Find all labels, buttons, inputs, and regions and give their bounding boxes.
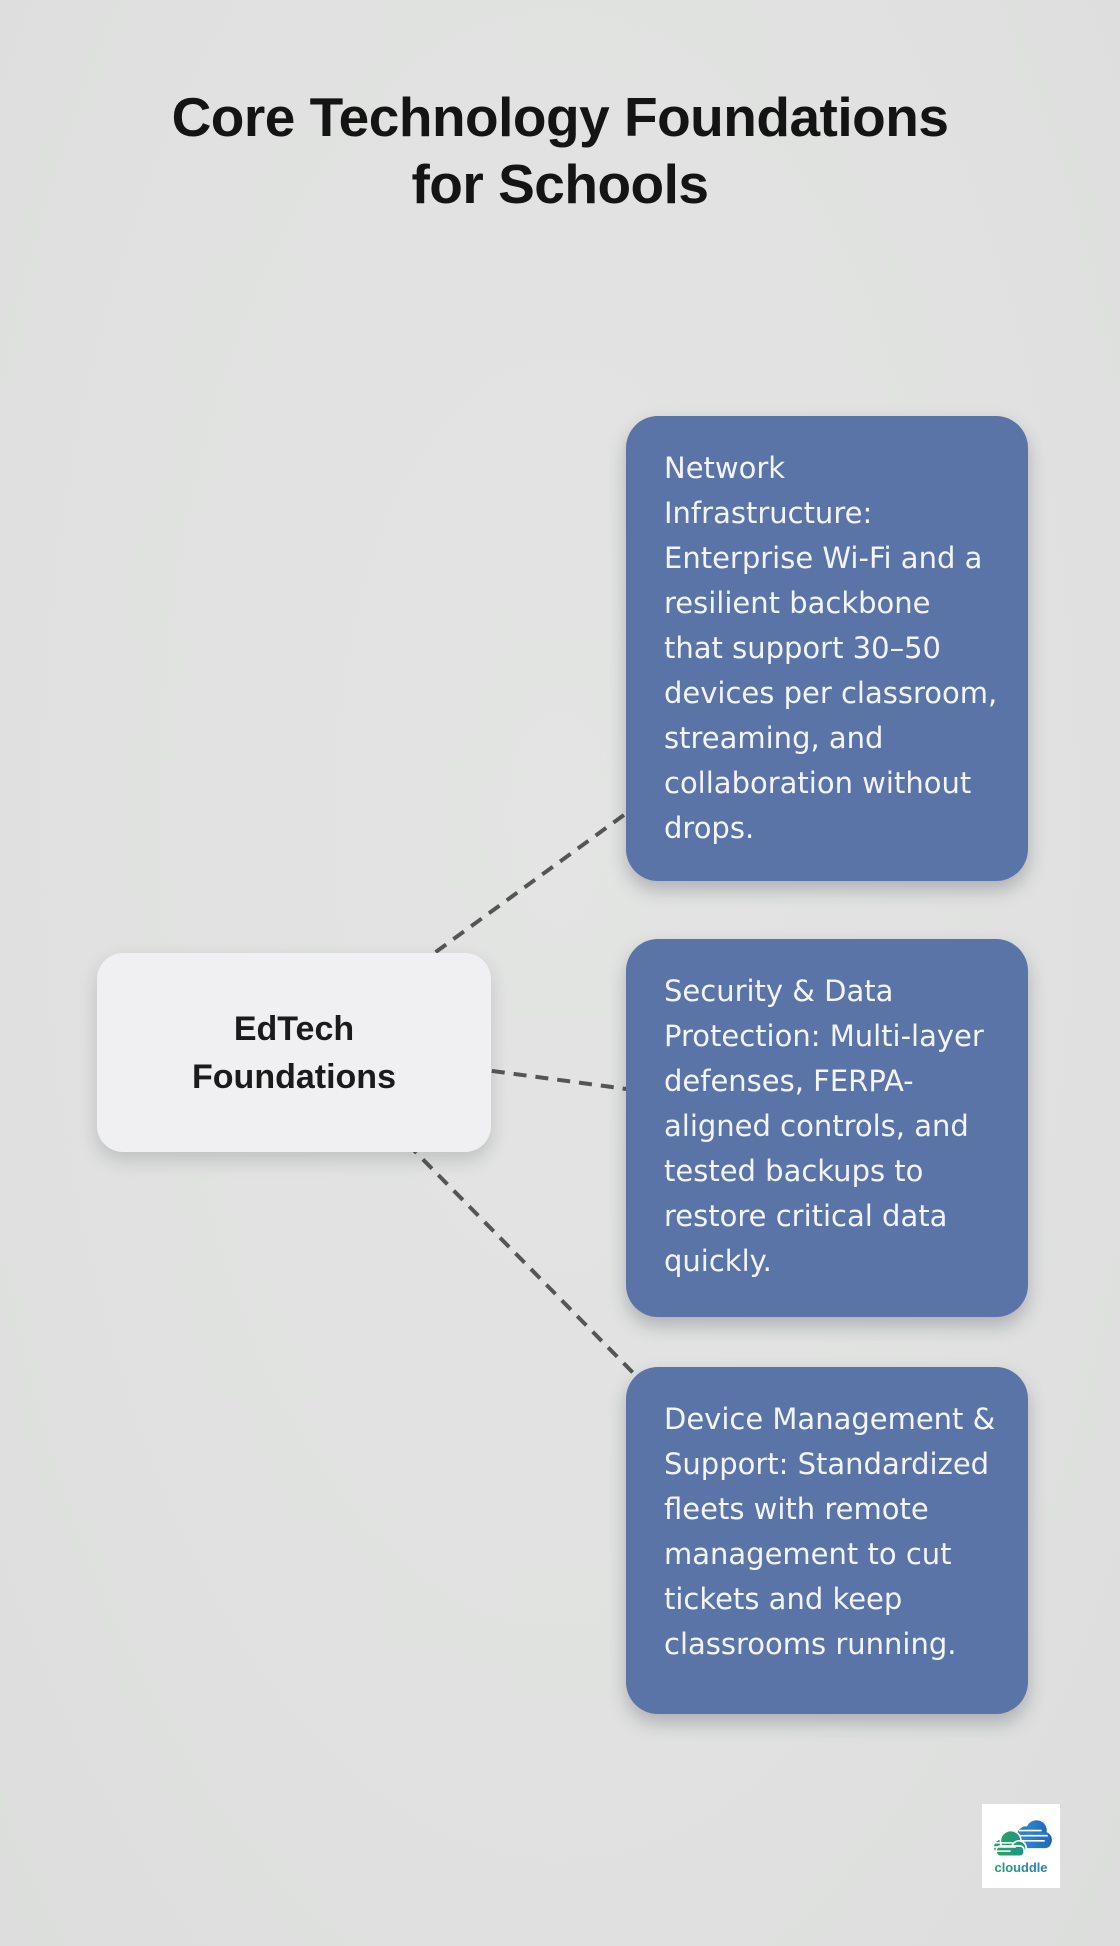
text-line: resilient backbone	[664, 586, 931, 620]
text-line: Network	[664, 451, 786, 485]
text-line: Protection: Multi-layer	[664, 1019, 984, 1053]
text-line: defenses, FERPA-	[664, 1064, 914, 1098]
connector-line-bottom	[390, 1126, 652, 1392]
text-line: that support 30–50	[664, 631, 941, 665]
text-line: Infrastructure:	[664, 496, 873, 530]
text-line: Core Technology Foundations	[171, 86, 949, 148]
connector-line-top	[398, 778, 674, 980]
text-line: fleets with remote	[664, 1492, 929, 1526]
text-line: streaming, and	[664, 721, 884, 755]
text-line: restore critical data	[664, 1199, 948, 1233]
text-line: Enterprise Wi-Fi and a	[664, 541, 983, 575]
text-line: EdTech	[233, 1009, 355, 1048]
text-line: classrooms running.	[664, 1627, 957, 1661]
text-line: Device Management &	[664, 1402, 996, 1436]
text-line: drops.	[664, 811, 755, 845]
text-line: Foundations	[192, 1057, 396, 1096]
text-line: aligned controls, and	[664, 1109, 969, 1143]
cloud-icon-blue	[1016, 1820, 1052, 1849]
text-line: management to cut	[664, 1537, 952, 1571]
text-line: quickly.	[664, 1244, 772, 1278]
clouddle-logo-graphic: clouddle	[992, 1820, 1052, 1875]
text-line: Support: Standardized	[664, 1447, 990, 1481]
text-line: for Schools	[411, 153, 709, 215]
text-line: collaboration without	[664, 766, 972, 800]
text-line: tested backups to	[664, 1154, 924, 1188]
text-line: Security & Data	[664, 974, 894, 1008]
branch-text: Device Management & Support: Standardized…	[664, 1397, 1004, 1667]
clouddle-logo-text: clouddle	[995, 1860, 1048, 1875]
branch-card-device-management-support: Device Management & Support: Standardized…	[626, 1367, 1028, 1714]
clouddle-logo: clouddle	[982, 1804, 1060, 1888]
text-line: tickets and keep	[664, 1582, 903, 1616]
cloud-icon-green	[992, 1829, 1027, 1858]
text-line: devices per classroom,	[664, 676, 998, 710]
